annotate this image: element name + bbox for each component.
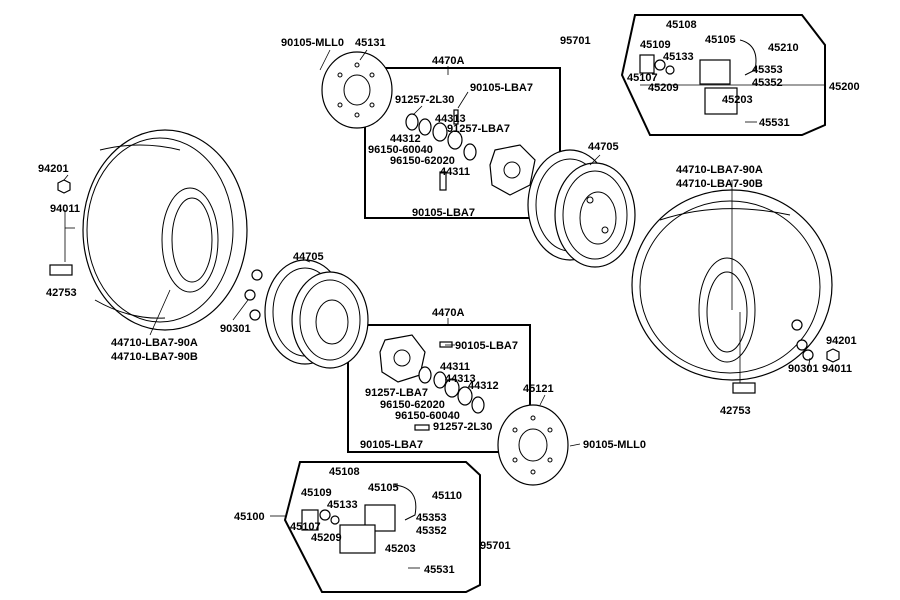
label-45100: 45100 <box>234 511 265 523</box>
bearing-stack-top <box>405 109 477 191</box>
left-wheel-rim <box>264 259 369 369</box>
label-44710-left-a: 44710-LBA7-90A <box>111 337 198 349</box>
label-94011-right: 94011 <box>822 363 852 375</box>
label-90301-left: 90301 <box>220 323 251 335</box>
label-44705-right: 44705 <box>588 141 619 153</box>
label-45108-bottom: 45108 <box>329 466 360 478</box>
leader-lines <box>63 49 825 569</box>
label-45105-bottom: 45105 <box>368 482 399 494</box>
label-45108-top: 45108 <box>666 19 697 31</box>
label-45110: 45110 <box>432 490 462 502</box>
bearing-stack-bottom <box>414 341 485 431</box>
label-42753-left: 42753 <box>46 287 77 299</box>
label-90105-lba7-d: 90105-LBA7 <box>360 439 423 451</box>
label-96150-62020-b: 96150-62020 <box>380 399 445 411</box>
label-45209-top: 45209 <box>648 82 679 94</box>
label-45107-bottom: 45107 <box>290 521 321 533</box>
label-96150-60040-a: 96150-60040 <box>368 144 433 156</box>
label-91257-2l30-a: 91257-2L30 <box>395 94 454 106</box>
label-45131: 45131 <box>355 37 386 49</box>
label-90301-right: 90301 <box>788 363 819 375</box>
label-94201-right: 94201 <box>826 335 857 347</box>
label-45531-bottom: 45531 <box>424 564 455 576</box>
caliper-bottom <box>301 484 417 554</box>
label-45531-top: 45531 <box>759 117 790 129</box>
label-45210: 45210 <box>768 42 799 54</box>
caliper-top <box>639 39 757 115</box>
label-44710-left-b: 44710-LBA7-90B <box>111 351 198 363</box>
valve-stem-right <box>732 382 756 394</box>
label-90105-mll0-top: 90105-MLL0 <box>281 37 344 49</box>
label-45353-bottom: 45353 <box>416 512 447 524</box>
hub-top <box>489 144 536 196</box>
label-96150-60040-b: 96150-60040 <box>395 410 460 422</box>
label-94011-left: 94011 <box>50 203 80 215</box>
label-45133-bottom: 45133 <box>327 499 358 511</box>
label-45209-bottom: 45209 <box>311 532 342 544</box>
valve-stem-left <box>49 264 73 276</box>
label-45352-bottom: 45352 <box>416 525 447 537</box>
label-45203-top: 45203 <box>722 94 753 106</box>
nut-94011-right <box>826 348 840 363</box>
hub-bottom <box>379 334 426 383</box>
label-4470a-top: 4470A <box>432 55 464 67</box>
label-4470a-bottom: 4470A <box>432 307 464 319</box>
label-45353-top: 45353 <box>752 64 783 76</box>
label-44710-right-b: 44710-LBA7-90B <box>676 178 763 190</box>
label-44313-b: 44313 <box>445 373 476 385</box>
label-45105-top: 45105 <box>705 34 736 46</box>
brake-disc-top <box>321 51 393 129</box>
label-45107-top: 45107 <box>627 72 658 84</box>
label-45352-top: 45352 <box>752 77 783 89</box>
label-44311-a: 44311 <box>440 166 470 178</box>
label-96150-62020-a: 96150-62020 <box>390 155 455 167</box>
lug-nuts-right <box>791 319 814 361</box>
label-45203-bottom: 45203 <box>385 543 416 555</box>
label-44311-b: 44311 <box>440 361 470 373</box>
caliper-assembly-box-bottom <box>283 461 481 593</box>
label-45121: 45121 <box>523 383 554 395</box>
lug-nuts-left <box>244 269 263 321</box>
label-95701-top: 95701 <box>560 35 591 47</box>
nut-94011-left <box>57 179 71 194</box>
caliper-assembly-box-top <box>620 14 826 136</box>
label-94201-left: 94201 <box>38 163 69 175</box>
label-44705-left: 44705 <box>293 251 324 263</box>
right-wheel-rim <box>527 149 636 268</box>
label-91257-lba7-b: 91257-LBA7 <box>365 387 428 399</box>
brake-disc-bottom <box>497 404 569 486</box>
label-90105-mll0-bottom: 90105-MLL0 <box>583 439 646 451</box>
label-45109-top: 45109 <box>640 39 671 51</box>
label-44312-b: 44312 <box>468 380 499 392</box>
label-45200: 45200 <box>829 81 860 93</box>
label-91257-lba7-a: 91257-LBA7 <box>447 123 510 135</box>
label-95701-bottom: 95701 <box>480 540 511 552</box>
label-90105-lba7-b: 90105-LBA7 <box>412 207 475 219</box>
label-44710-right-a: 44710-LBA7-90A <box>676 164 763 176</box>
label-45109-bottom: 45109 <box>301 487 332 499</box>
label-42753-right: 42753 <box>720 405 751 417</box>
label-44312-a: 44312 <box>390 133 421 145</box>
label-90105-lba7-c: 90105-LBA7 <box>455 340 518 352</box>
left-tire <box>82 129 248 331</box>
label-45133-top: 45133 <box>663 51 694 63</box>
label-91257-2l30-b: 91257-2L30 <box>433 421 492 433</box>
label-90105-lba7-a: 90105-LBA7 <box>470 82 533 94</box>
label-44313-a: 44313 <box>435 113 466 125</box>
